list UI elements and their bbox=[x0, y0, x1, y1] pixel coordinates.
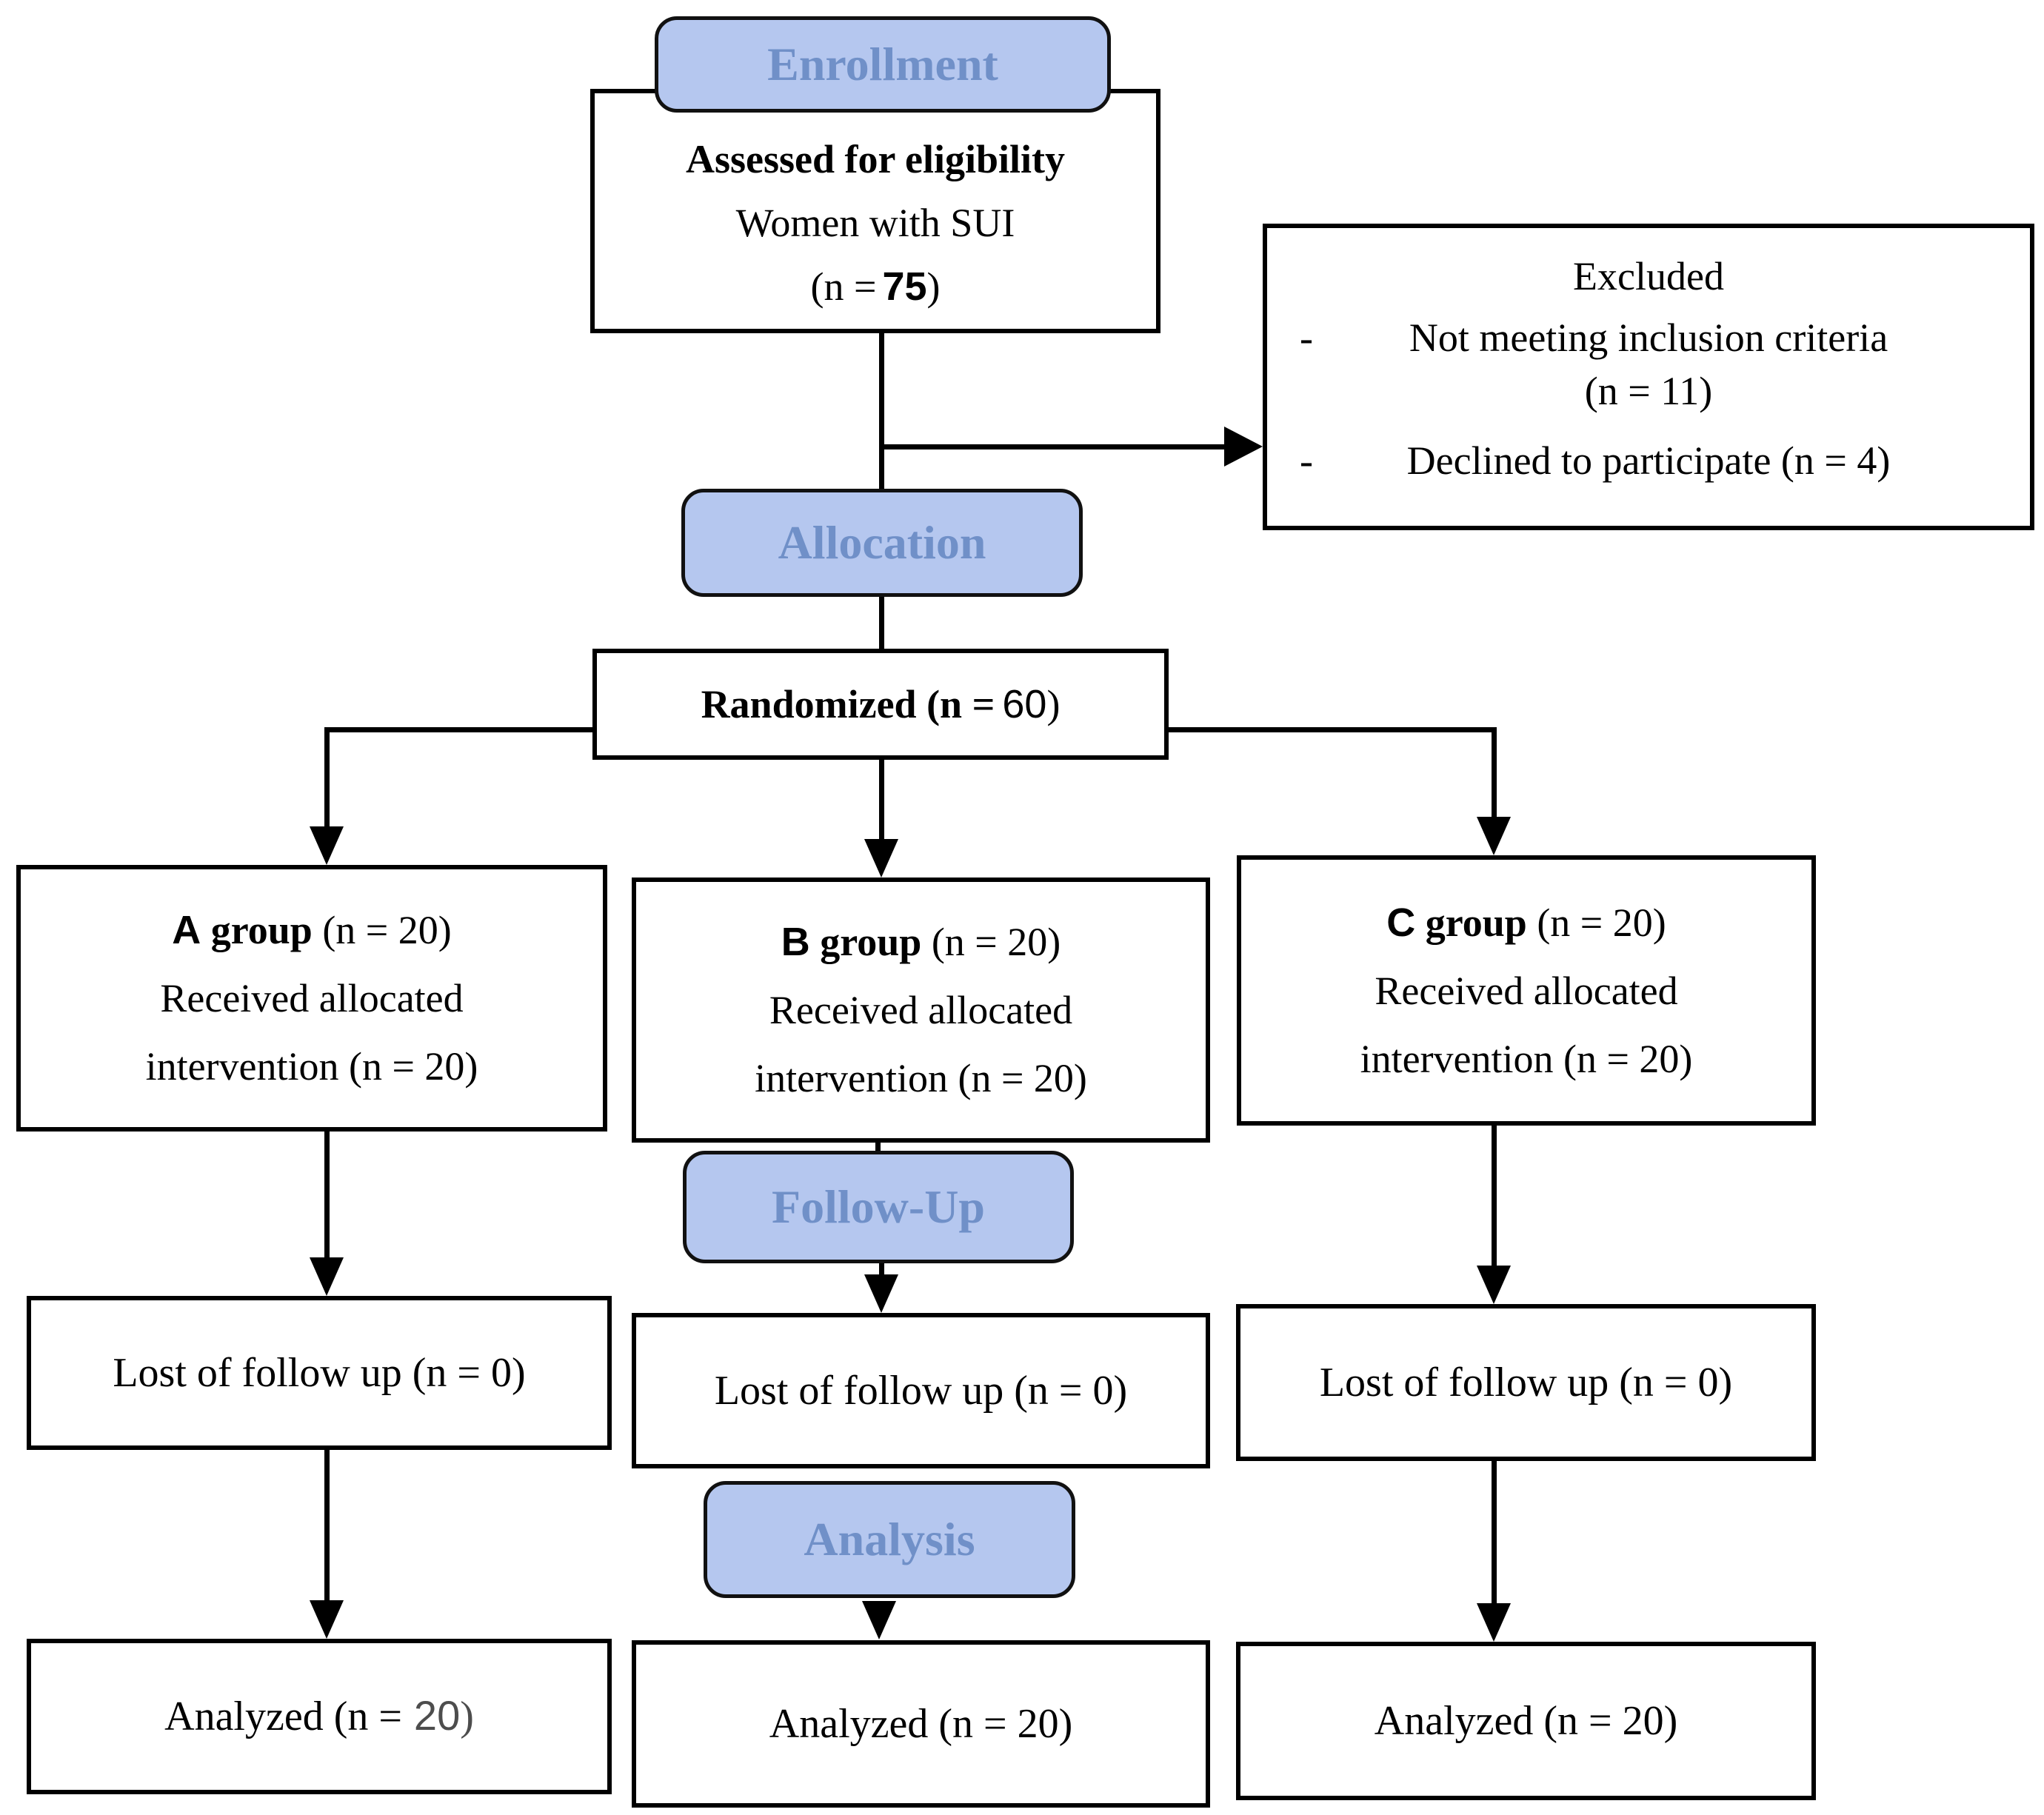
assessed-title: Assessed for eligibility bbox=[686, 137, 1065, 181]
arrowhead-group-a bbox=[310, 826, 344, 865]
arrow-shaft-lost-a-to-analyzed-a bbox=[324, 1450, 330, 1600]
assessed-count: (n =75) bbox=[810, 264, 941, 309]
arrowhead-lost-c bbox=[1477, 1266, 1511, 1304]
allocation-stage-label: Allocation bbox=[778, 516, 986, 569]
lost-a-label: Lost of follow up (n = 0) bbox=[113, 1349, 526, 1396]
excluded-item-1-line-2: (n = 11) bbox=[1584, 369, 1713, 413]
branch-line-right bbox=[1163, 727, 1497, 732]
lost-c-label: Lost of follow up (n = 0) bbox=[1319, 1359, 1733, 1405]
analysis-stage-pill: Analysis bbox=[704, 1481, 1075, 1598]
arrowhead-group-c bbox=[1477, 817, 1511, 855]
randomized-label: Randomized (n =60) bbox=[701, 682, 1061, 726]
analyzed-b-label: Analyzed (n = 20) bbox=[769, 1700, 1073, 1747]
drop-line-group-a bbox=[324, 727, 330, 828]
group-b-line-2: Received allocated bbox=[769, 988, 1073, 1032]
assessed-population: Women with SUI bbox=[735, 201, 1015, 245]
randomized-box: Randomized (n =60) bbox=[592, 649, 1169, 760]
branch-line-left bbox=[324, 727, 598, 732]
excluded-box: Excluded - Not meeting inclusion criteri… bbox=[1263, 224, 2034, 530]
group-c-box: C group (n = 20) Received allocated inte… bbox=[1237, 855, 1816, 1126]
enrollment-stage-pill: Enrollment bbox=[655, 16, 1111, 113]
group-b-box: B group (n = 20) Received allocated inte… bbox=[632, 878, 1210, 1143]
analyzed-b-box: Analyzed (n = 20) bbox=[632, 1640, 1210, 1808]
analyzed-c-box: Analyzed (n = 20) bbox=[1236, 1642, 1816, 1800]
arrow-shaft-group-a-to-lost-a bbox=[324, 1132, 330, 1257]
excluded-item-2-line-1: Declined to participate (n = 4) bbox=[1406, 438, 1891, 483]
lost-b-label: Lost of follow up (n = 0) bbox=[714, 1367, 1128, 1414]
excluded-item-1-line-1: Not meeting inclusion criteria bbox=[1409, 315, 1888, 360]
group-a-line-3: intervention (n = 20) bbox=[145, 1044, 478, 1089]
arrowhead-excluded bbox=[1224, 427, 1263, 467]
group-a-line-2: Received allocated bbox=[160, 976, 464, 1020]
arrowhead-lost-b bbox=[864, 1274, 898, 1313]
analysis-stage-label: Analysis bbox=[804, 1513, 975, 1565]
arrow-shaft-group-c-to-lost-c bbox=[1492, 1126, 1497, 1266]
group-c-title: C group (n = 20) bbox=[1386, 900, 1666, 945]
analyzed-a-box: Analyzed (n =20) bbox=[27, 1639, 612, 1794]
followup-stage-pill: Follow-Up bbox=[683, 1151, 1074, 1263]
group-c-line-2: Received allocated bbox=[1375, 968, 1678, 1013]
excluded-title: Excluded bbox=[1573, 254, 1724, 298]
arrowhead-analyzed-c bbox=[1477, 1603, 1511, 1642]
excluded-bullet-2: - bbox=[1300, 438, 1313, 483]
tick-above-followup bbox=[875, 1140, 881, 1152]
lost-a-box: Lost of follow up (n = 0) bbox=[27, 1296, 612, 1450]
group-b-line-3: intervention (n = 20) bbox=[755, 1056, 1087, 1100]
arrow-shaft-followup-to-lost-b bbox=[879, 1263, 884, 1276]
enrollment-stage-label: Enrollment bbox=[767, 38, 998, 90]
analyzed-a-label: Analyzed (n =20) bbox=[164, 1692, 474, 1740]
analyzed-c-label: Analyzed (n = 20) bbox=[1374, 1697, 1678, 1744]
assessed-box: Assessed for eligibility Women with SUI … bbox=[590, 89, 1160, 333]
excluded-item-2: - Declined to participate (n = 4) bbox=[1267, 434, 2030, 487]
connector-allocation-to-randomized bbox=[879, 597, 884, 650]
lost-b-box: Lost of follow up (n = 0) bbox=[632, 1313, 1210, 1468]
arrowhead-analyzed-a bbox=[310, 1600, 344, 1639]
arrow-shaft-lost-c-to-analyzed-c bbox=[1492, 1461, 1497, 1603]
group-b-title: B group (n = 20) bbox=[781, 920, 1061, 964]
group-c-line-3: intervention (n = 20) bbox=[1360, 1036, 1693, 1081]
excluded-item-1: - Not meeting inclusion criteria (n = 11… bbox=[1267, 311, 2030, 418]
arrowhead-analyzed-b bbox=[862, 1601, 896, 1639]
group-a-box: A group (n = 20) Received allocated inte… bbox=[16, 865, 607, 1132]
arrowhead-group-b bbox=[864, 839, 898, 878]
group-a-title: A group (n = 20) bbox=[172, 908, 452, 952]
excluded-bullet-1: - bbox=[1300, 315, 1313, 360]
allocation-stage-pill: Allocation bbox=[681, 489, 1083, 597]
drop-line-group-c bbox=[1492, 727, 1497, 818]
arrowhead-lost-a bbox=[310, 1257, 344, 1296]
connector-assessed-to-allocation bbox=[879, 333, 884, 492]
connector-to-excluded bbox=[881, 444, 1226, 449]
drop-line-group-b bbox=[879, 760, 884, 840]
followup-stage-label: Follow-Up bbox=[772, 1180, 985, 1233]
lost-c-box: Lost of follow up (n = 0) bbox=[1236, 1304, 1816, 1461]
